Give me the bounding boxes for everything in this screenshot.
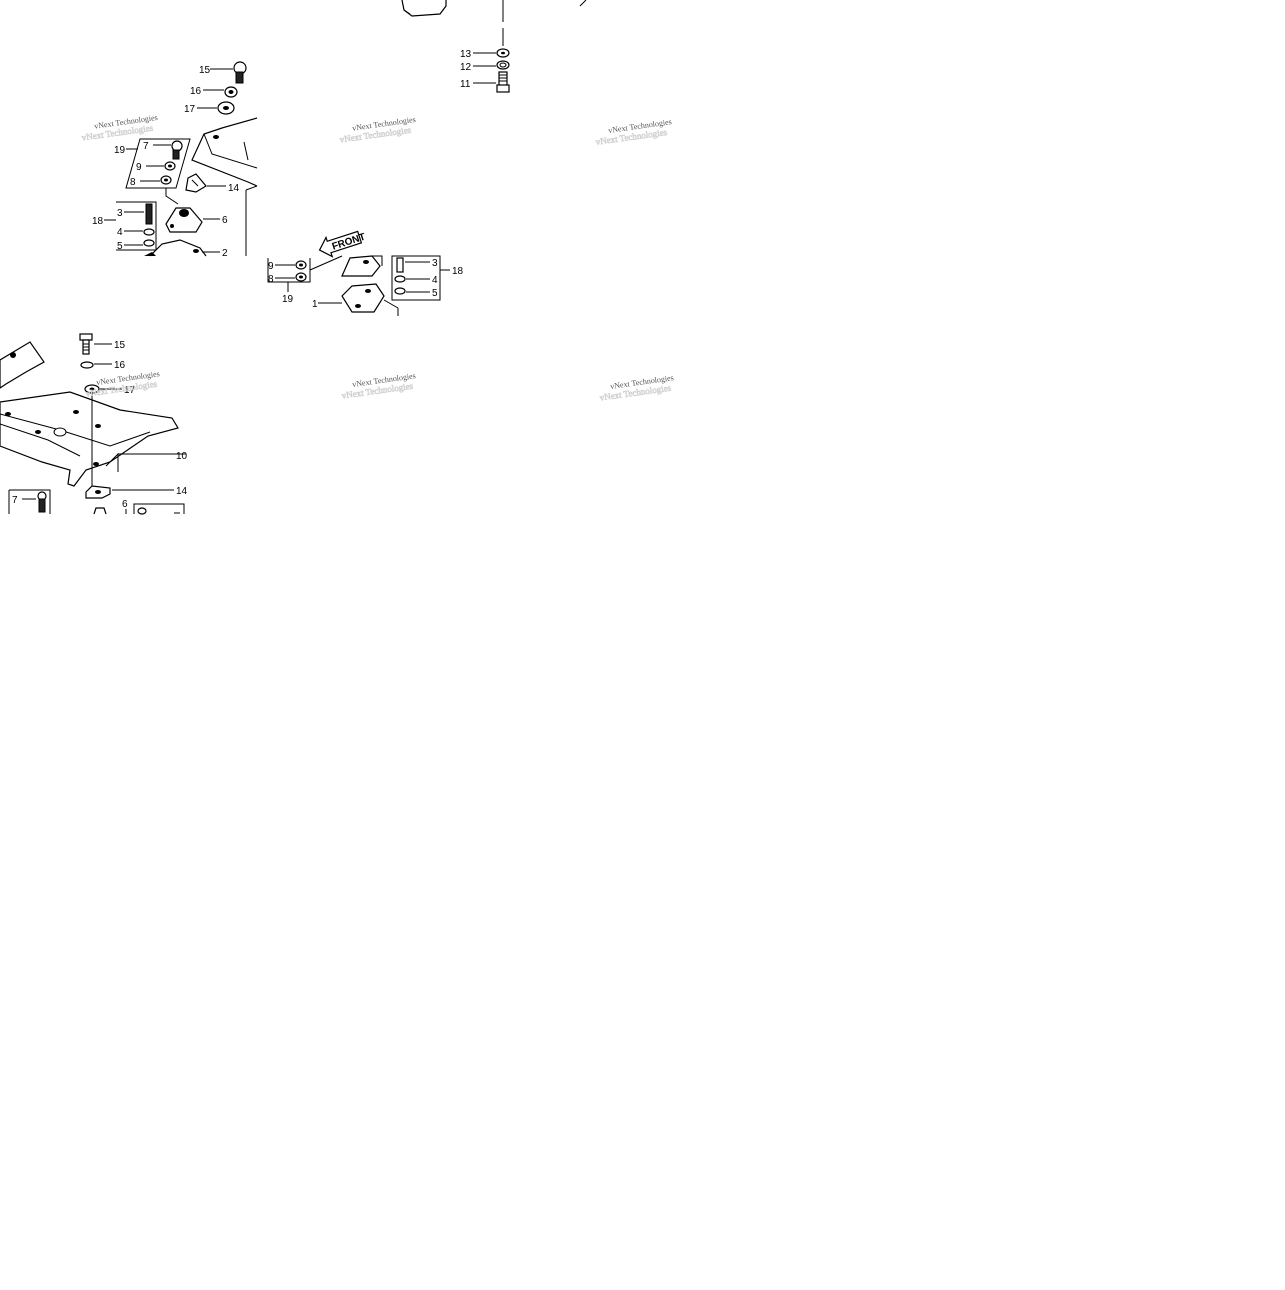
callout-18-middle: 18 bbox=[452, 266, 464, 277]
callout-9-middle: 9 bbox=[268, 261, 274, 272]
washer-4-part bbox=[143, 228, 155, 236]
lock-washer-12-part bbox=[496, 60, 510, 70]
group-18-bracket bbox=[116, 201, 157, 251]
callout-13: 13 bbox=[460, 49, 472, 60]
callout-2-upper: 2 bbox=[222, 248, 228, 259]
callout-3-upper: 3 bbox=[117, 208, 123, 219]
bolt-11-part bbox=[498, 71, 508, 87]
callout-8-middle: 8 bbox=[268, 274, 274, 285]
watermark-5: vNext Technologies vNext Technologies bbox=[341, 371, 417, 401]
washer-5-middle-part bbox=[394, 287, 406, 295]
frame-plate-part bbox=[191, 117, 258, 187]
callout-5-middle: 5 bbox=[432, 288, 438, 299]
watermark-3: vNext Technologies vNext Technologies bbox=[595, 117, 672, 147]
top-right-assembly: 13 12 11 bbox=[401, 0, 587, 93]
callout-9-upper: 9 bbox=[136, 162, 142, 173]
frame-gusset-part bbox=[0, 341, 45, 389]
bracket-2-part bbox=[149, 239, 207, 257]
callout-11: 11 bbox=[460, 79, 471, 90]
callout-19-upper: 19 bbox=[114, 145, 126, 156]
callout-17-upper: 17 bbox=[184, 104, 196, 115]
mount-6-lower-part bbox=[93, 507, 107, 515]
group-19-bracket bbox=[125, 138, 191, 189]
watermark-1: vNext Technologies vNext Technologies bbox=[81, 113, 158, 143]
bolt-11-head bbox=[496, 84, 510, 93]
callout-16-upper: 16 bbox=[190, 86, 202, 97]
callout-7-lower: 7 bbox=[12, 495, 18, 506]
callout-7-upper: 7 bbox=[143, 141, 149, 152]
group-7-lower-bracket bbox=[9, 489, 51, 514]
upper-left-assembly: 15 16 17 19 7 9 8 14 bbox=[92, 61, 258, 259]
callout-4-middle: 4 bbox=[432, 275, 438, 286]
bracket-part bbox=[401, 0, 447, 17]
bolt-7-shank bbox=[172, 149, 180, 160]
callout-3-middle: 3 bbox=[432, 258, 438, 269]
bolt-15-shank bbox=[235, 71, 244, 84]
callout-8-upper: 8 bbox=[130, 177, 136, 188]
washer-5-part bbox=[143, 239, 155, 247]
callout-5-upper: 5 bbox=[117, 241, 123, 252]
mount-6-part bbox=[165, 207, 203, 233]
watermark-4: vNext Technologies vNext Technologies bbox=[85, 369, 161, 399]
mount-1-part bbox=[341, 283, 385, 313]
callout-19-middle: 19 bbox=[282, 294, 294, 305]
washer-4-middle-part bbox=[394, 275, 406, 283]
watermark-2: vNext Technologies vNext Technologies bbox=[339, 115, 416, 145]
callout-14-upper: 14 bbox=[228, 183, 240, 194]
watermarks: vNext Technologies vNext Technologies vN… bbox=[81, 113, 675, 403]
callout-1-middle: 1 bbox=[312, 299, 318, 310]
middle-assembly: FRONT 1 9 8 19 3 bbox=[267, 230, 464, 316]
front-arrow-icon: FRONT bbox=[318, 230, 367, 258]
clip-14-part bbox=[185, 173, 207, 193]
callout-6-lower: 6 bbox=[122, 499, 128, 510]
callout-6-upper: 6 bbox=[222, 215, 228, 226]
washer-lower-part bbox=[137, 507, 147, 515]
lower-left-assembly: 10 15 16 17 14 7 6 bbox=[0, 333, 188, 515]
frame-edge bbox=[579, 0, 587, 7]
callout-17-lower: 17 bbox=[124, 385, 136, 396]
group-18-middle-bracket bbox=[391, 255, 441, 301]
watermark-6: vNext Technologies vNext Technologies bbox=[599, 373, 675, 403]
callout-15-upper: 15 bbox=[199, 65, 211, 76]
callout-18-upper: 18 bbox=[92, 216, 104, 227]
callout-10-lower: 10 bbox=[176, 451, 188, 462]
callout-12: 12 bbox=[460, 62, 472, 73]
callout-15-lower: 15 bbox=[114, 340, 126, 351]
bolt-7-lower-part bbox=[38, 498, 46, 513]
bolt-3-middle-part bbox=[396, 257, 404, 273]
washer-16-lower-part bbox=[80, 361, 94, 369]
callout-16-lower: 16 bbox=[114, 360, 126, 371]
upper-mount-part bbox=[341, 255, 381, 277]
callout-14-lower: 14 bbox=[176, 486, 188, 497]
callout-4-upper: 4 bbox=[117, 227, 123, 238]
bolt-3-part bbox=[145, 203, 153, 225]
bolt-15-lower-head bbox=[79, 333, 93, 341]
